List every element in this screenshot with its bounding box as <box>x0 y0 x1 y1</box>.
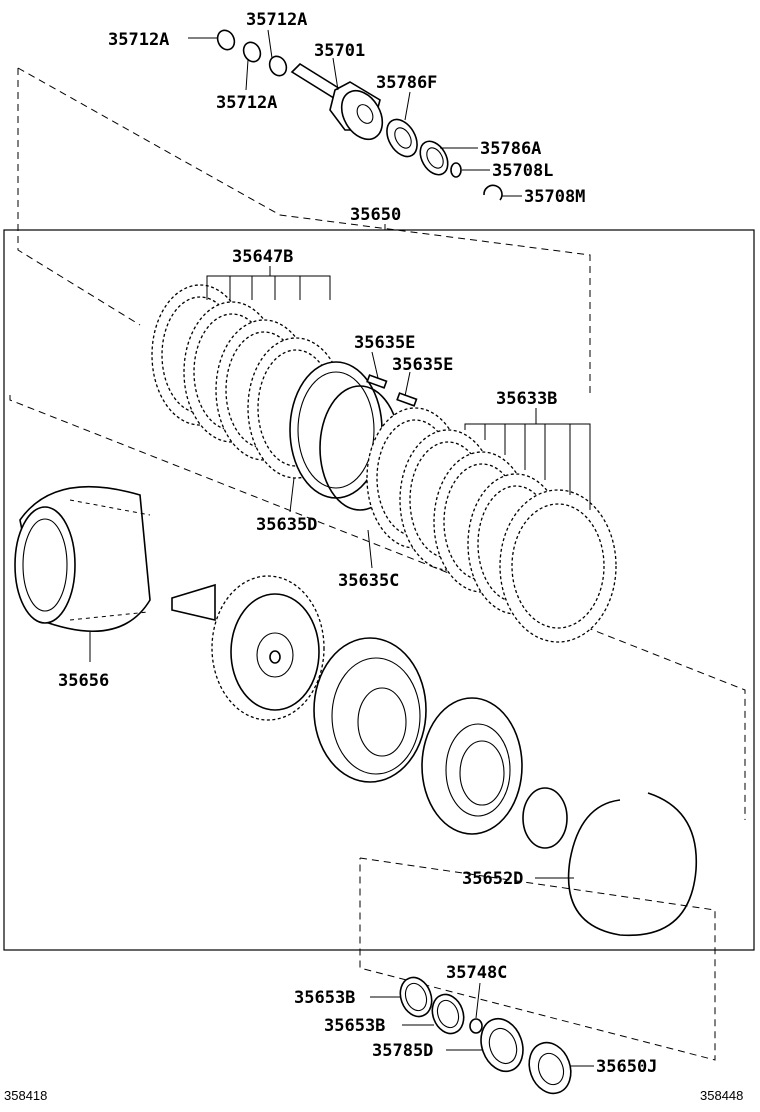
label-35748C: 35748C <box>446 963 507 983</box>
alignment-dashed-lines <box>9 67 746 1061</box>
bottom-seal-group <box>399 976 572 1095</box>
race-35786A-inner <box>426 147 444 169</box>
footer-code-right: 358448 <box>700 1088 743 1103</box>
seal-ring-35712A-2 <box>242 41 262 63</box>
label-35635D: 35635D <box>256 515 317 535</box>
label-35633B: 35633B <box>496 389 557 409</box>
race-35650J-inner <box>537 1052 565 1086</box>
piston-plate <box>313 637 427 783</box>
seal-35653B-2 <box>431 993 465 1035</box>
input-shaft-35701 <box>290 62 384 141</box>
clutch-hub <box>171 575 325 721</box>
label-35647B: 35647B <box>232 247 293 267</box>
label-35650J: 35650J <box>596 1057 657 1077</box>
input-shaft-group <box>216 29 503 201</box>
footer-code-left: 358418 <box>4 1088 47 1103</box>
label-35635E-1: 35635E <box>354 333 415 353</box>
label-35635E-2: 35635E <box>392 355 453 375</box>
race-35786A <box>419 140 449 176</box>
label-35653B-1: 35653B <box>294 988 355 1008</box>
seal-35653B-1-inner <box>404 982 428 1012</box>
clutch-drum-35656 <box>14 485 151 632</box>
bearing-35785D <box>480 1017 524 1073</box>
label-35785D: 35785D <box>372 1041 433 1061</box>
clutch-plates-35633B <box>366 407 617 643</box>
o-ring-35748C <box>469 1018 483 1034</box>
label-35635C: 35635C <box>338 571 399 591</box>
seal-ring-35712A-3 <box>268 55 288 77</box>
label-35712A-1: 35712A <box>108 30 169 50</box>
snap-ring-small <box>522 787 568 849</box>
leader-lines <box>89 29 594 1067</box>
label-35786F: 35786F <box>376 73 437 93</box>
piston <box>421 697 523 835</box>
label-35701: 35701 <box>314 41 365 61</box>
seal-35653B-1 <box>399 976 433 1018</box>
label-35708M: 35708M <box>524 187 585 207</box>
bearing-35786F-inner <box>394 127 412 149</box>
bearing-35786F <box>386 118 418 158</box>
snap-ring-35708M <box>483 184 503 201</box>
label-35653B-2: 35653B <box>324 1016 385 1036</box>
seal-ring-35712A-1 <box>216 29 236 51</box>
seal-35653B-2-inner <box>436 999 460 1029</box>
label-35652D: 35652D <box>462 869 523 889</box>
label-35786A: 35786A <box>480 139 541 159</box>
washer-35708L <box>450 162 462 178</box>
label-35650: 35650 <box>350 205 401 225</box>
race-35650J <box>528 1041 572 1095</box>
snap-ring-35652D <box>567 792 698 937</box>
bearing-35785D-inner <box>488 1027 518 1065</box>
label-35656: 35656 <box>58 671 109 691</box>
label-35712A-2: 35712A <box>246 10 307 30</box>
assembly-box-35650 <box>3 229 755 951</box>
label-35712A-3: 35712A <box>216 93 277 113</box>
label-35708L: 35708L <box>492 161 553 181</box>
